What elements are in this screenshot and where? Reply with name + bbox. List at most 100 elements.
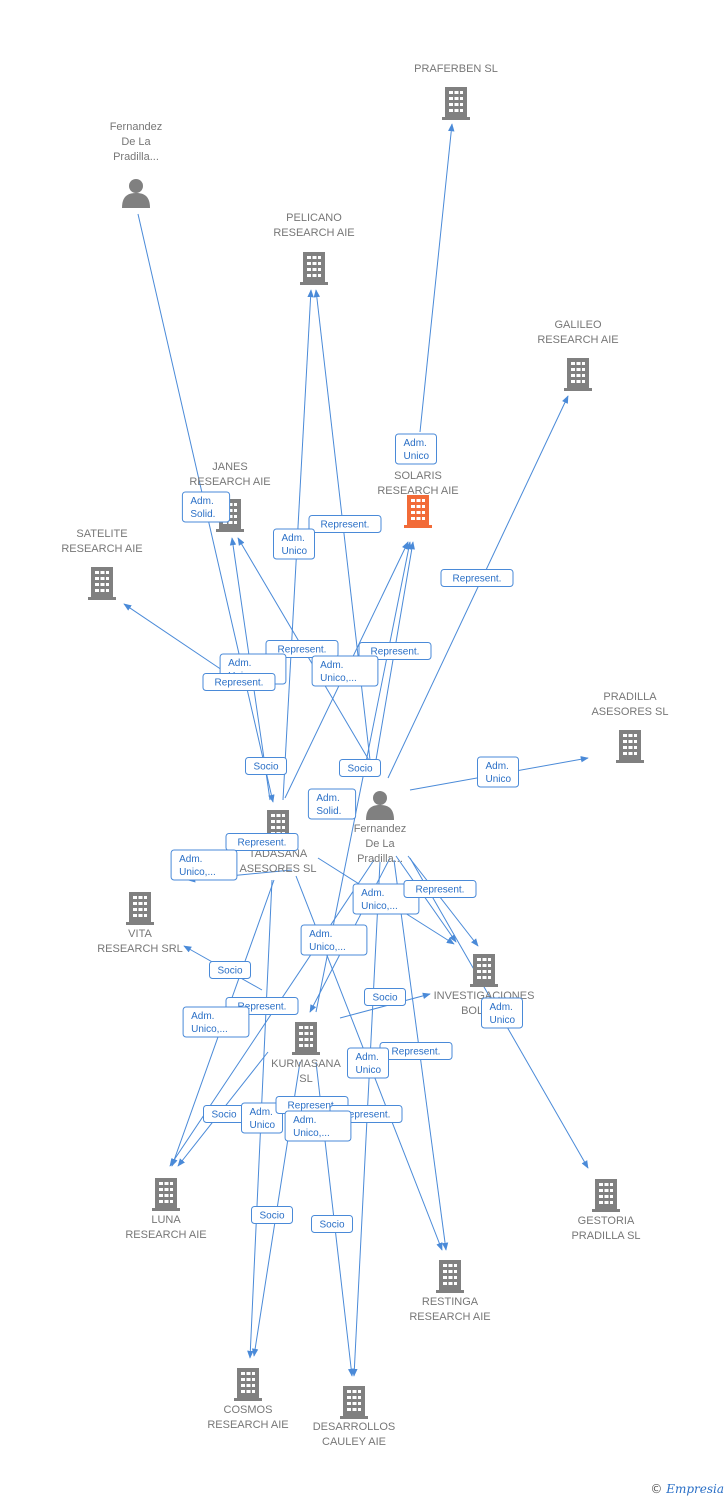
edge-label-text: Represent. bbox=[238, 838, 287, 849]
edge-label-box bbox=[202, 673, 276, 691]
edge-label-text: Represent. bbox=[416, 885, 465, 896]
edge-label[interactable]: Adm.Unico,... bbox=[352, 883, 420, 915]
edge-label-box bbox=[311, 655, 379, 687]
node-label: SOLARIS bbox=[394, 470, 442, 482]
edge-label-box bbox=[477, 756, 519, 788]
building-icon bbox=[234, 1368, 262, 1401]
edge-label[interactable]: Adm.Unico,... bbox=[300, 924, 368, 956]
edge-label-text: Unico bbox=[250, 1120, 276, 1131]
edge-label-text: Represent. bbox=[321, 520, 370, 531]
node-janes[interactable]: JANES RESEARCH AIE bbox=[189, 461, 271, 532]
edge-label-box bbox=[364, 988, 406, 1006]
edge-label[interactable]: Adm.Unico bbox=[395, 433, 437, 465]
edge-label[interactable]: Adm.Unico bbox=[347, 1047, 389, 1079]
node-label: RESEARCH AIE bbox=[125, 1229, 206, 1241]
node-label: De La bbox=[121, 136, 151, 148]
edge-label[interactable]: Represent. bbox=[202, 673, 276, 691]
edge-label-text: Unico,... bbox=[320, 673, 357, 684]
edge-label[interactable]: Adm.Unico bbox=[273, 528, 315, 560]
edge-label[interactable]: Represent. bbox=[379, 1042, 453, 1060]
node-label: Pradilla... bbox=[113, 151, 159, 163]
edge-label[interactable]: Represent. bbox=[265, 640, 339, 658]
node-label: Fernandez bbox=[110, 121, 163, 133]
edge-labels-layer: Adm.UnicoAdm.Solid.Represent.Adm.UnicoRe… bbox=[170, 433, 523, 1233]
edge-label-text: Represent. bbox=[215, 678, 264, 689]
edge-label[interactable]: Adm.Solid. bbox=[307, 788, 357, 820]
edge-label-text: Adm. bbox=[250, 1107, 273, 1118]
edge-label[interactable]: Socio bbox=[251, 1206, 293, 1224]
edge-label[interactable]: Adm.Unico,... bbox=[311, 655, 379, 687]
node-label: Fernandez bbox=[354, 823, 407, 835]
person-icon bbox=[122, 179, 150, 208]
edge-label-box bbox=[170, 849, 238, 881]
edge-label[interactable]: Represent. bbox=[440, 569, 514, 587]
edge-label[interactable]: Represent. bbox=[403, 880, 477, 898]
edge-label[interactable]: Adm.Unico,... bbox=[182, 1006, 250, 1038]
edge-label-text: Adm. bbox=[361, 888, 384, 899]
node-label: DESARROLLOS bbox=[313, 1421, 396, 1433]
edge-label-text: Represent. bbox=[278, 645, 327, 656]
node-label: PELICANO bbox=[286, 212, 342, 224]
edge-label[interactable]: Represent. bbox=[358, 642, 432, 660]
edge-label[interactable]: Adm. Unico bbox=[241, 1102, 283, 1134]
edge-label-text: Socio bbox=[347, 764, 372, 775]
building-icon bbox=[340, 1386, 368, 1419]
nodes-layer: PRAFERBEN SL Fernandez De La Pradilla... PEL… bbox=[61, 63, 668, 1448]
edge-label-text: Unico,... bbox=[179, 867, 216, 878]
node-label: RESEARCH SRL bbox=[97, 943, 183, 955]
edge-label-box bbox=[352, 883, 420, 915]
edge-label-text: Represent. bbox=[288, 1101, 337, 1112]
edge-label[interactable]: Adm.Solid. bbox=[181, 491, 231, 523]
edge-label-box bbox=[209, 961, 251, 979]
edge-label[interactable]: Socio bbox=[245, 757, 287, 775]
edge-label-box bbox=[265, 640, 339, 658]
edge-label[interactable]: Socio bbox=[364, 988, 406, 1006]
edge-label-box bbox=[311, 1215, 353, 1233]
edge-label-text: Adm. bbox=[282, 533, 305, 544]
edge-label-text: Adm. bbox=[309, 929, 332, 940]
edge-label[interactable]: Adm. Unico,... bbox=[284, 1110, 352, 1142]
building-icon bbox=[292, 1022, 320, 1055]
edge-label[interactable]: Socio bbox=[209, 961, 251, 979]
footer-brand[interactable]: © Empresia bbox=[650, 1482, 724, 1496]
edge-label-text: Adm. bbox=[404, 438, 427, 449]
edge-label-text: Adm. bbox=[293, 1115, 316, 1126]
edge-label-box bbox=[440, 569, 514, 587]
edge-label[interactable]: Represent. bbox=[308, 515, 382, 533]
edge-label[interactable]: Socio bbox=[203, 1105, 245, 1123]
edge-label-box bbox=[308, 515, 382, 533]
building-icon bbox=[404, 495, 432, 528]
brand-logo-text: Empresia bbox=[666, 1482, 724, 1496]
node-label: RESEARCH AIE bbox=[409, 1311, 490, 1323]
edge-label[interactable]: Adm.Unico bbox=[477, 756, 519, 788]
node-praferben[interactable]: PRAFERBEN SL bbox=[414, 63, 498, 120]
node-label: JANES bbox=[212, 461, 247, 473]
edge-label[interactable]: Socio bbox=[339, 759, 381, 777]
edge-label-text: Adm. bbox=[486, 761, 509, 772]
edge-label[interactable]: Adm.Unico bbox=[481, 997, 523, 1029]
node-label: De La bbox=[365, 838, 395, 850]
edge-label-text: Unico,... bbox=[293, 1128, 330, 1139]
node-label: KURMASANA bbox=[271, 1058, 341, 1070]
node-fdlp-top[interactable]: Fernandez De La Pradilla... bbox=[110, 121, 163, 208]
node-label: RESEARCH AIE bbox=[189, 476, 270, 488]
edge-label[interactable]: Adm.Unico,... bbox=[170, 849, 238, 881]
edge-label[interactable]: Socio bbox=[311, 1215, 353, 1233]
edge-label[interactable]: Represent. bbox=[225, 833, 299, 851]
edge-label-text: Represent. bbox=[371, 647, 420, 658]
edge-label-box bbox=[245, 757, 287, 775]
edge-label-text: Adm. bbox=[191, 1011, 214, 1022]
